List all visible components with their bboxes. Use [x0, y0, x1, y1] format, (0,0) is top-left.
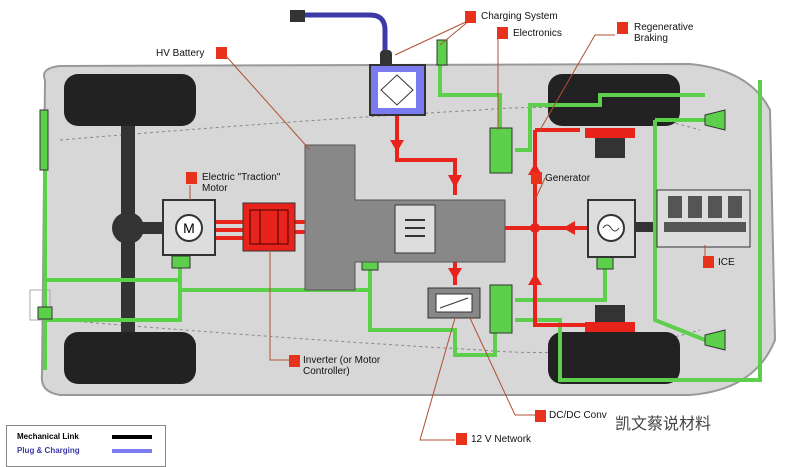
label-markers — [186, 11, 714, 445]
wheel-rear-top — [64, 74, 196, 126]
label-electric-motor: Electric "Traction" Motor — [202, 172, 281, 194]
label-ice: ICE — [718, 257, 735, 268]
brake-bottom — [585, 322, 635, 332]
wheel-front-top — [548, 74, 680, 126]
differential — [112, 212, 144, 244]
legend-item-plug: Plug & Charging — [7, 446, 165, 458]
plug-icon — [290, 10, 305, 22]
label-electronics: Electronics — [513, 28, 562, 39]
hybrid-vehicle-diagram: M Cha — [6, 10, 777, 467]
label-charging-system: Charging System — [481, 11, 558, 22]
brake-top — [585, 128, 635, 138]
legend-swatch — [112, 449, 152, 453]
label-12v-network: 12 V Network — [471, 434, 532, 445]
label-generator: Generator — [545, 173, 591, 184]
watermark: 凯文蔡说材料 — [615, 416, 712, 433]
vehicle-schematic: M — [29, 10, 777, 445]
callout-lines — [189, 19, 706, 441]
wheel-rear-bottom — [64, 332, 196, 384]
wheel-front-bottom — [548, 332, 680, 384]
label-hv-battery: HV Battery — [156, 48, 205, 59]
inverter — [242, 202, 296, 252]
car-outline-dashed — [59, 107, 701, 353]
legend-label: Mechanical Link — [17, 432, 79, 441]
sensor-icon — [29, 289, 51, 321]
legend: Mechanical Link Plug & Charging — [6, 425, 166, 467]
label-dcdc: DC/DC Conv — [549, 410, 607, 421]
motor-symbol: M — [183, 220, 195, 236]
label-inverter: Inverter (or Motor Controller) — [303, 355, 381, 377]
plug-cable — [305, 12, 388, 55]
legend-swatch — [112, 435, 152, 439]
label-regenerative-braking: Regenerative Braking — [634, 22, 694, 44]
legend-item-mechanical: Mechanical Link — [7, 432, 165, 444]
legend-label: Plug & Charging — [17, 446, 80, 455]
